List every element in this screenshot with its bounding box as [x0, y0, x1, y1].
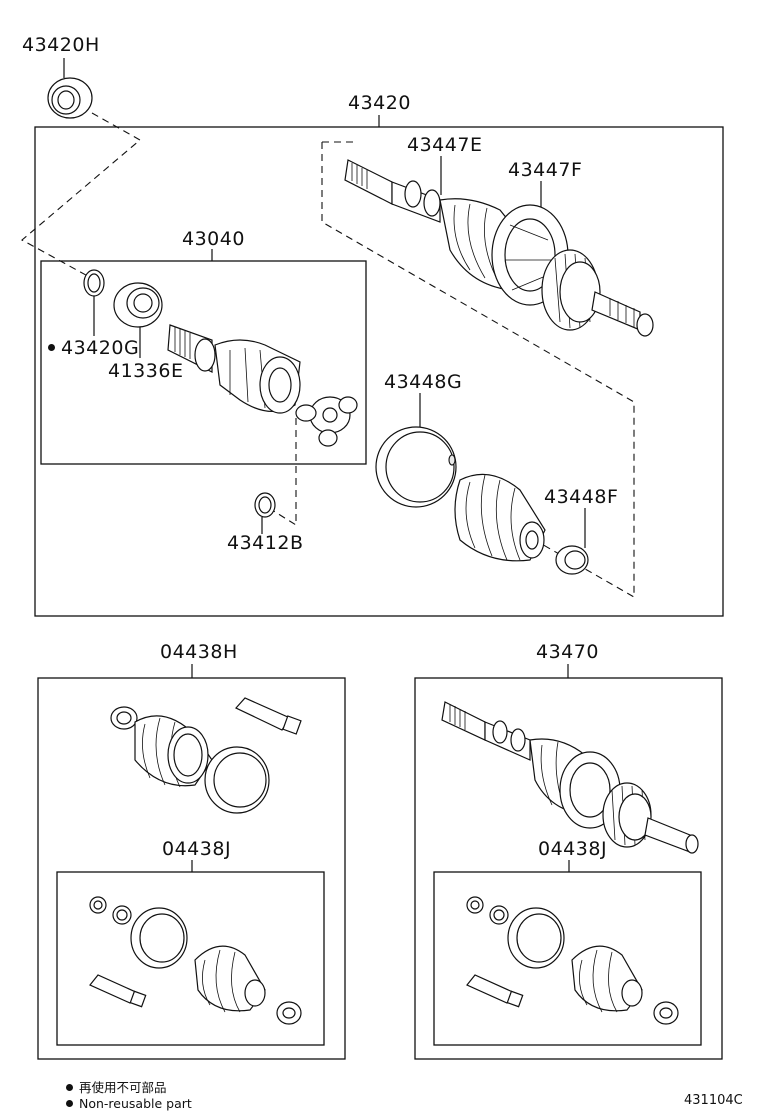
- frame-04438J-left: [56, 871, 325, 1046]
- part-inboard-boot: [454, 473, 546, 562]
- part-43040-joint: [167, 324, 301, 414]
- callout-43448F: 43448F: [544, 486, 619, 508]
- part-tripod: [295, 396, 358, 447]
- callout-43447E: 43447E: [407, 134, 483, 156]
- callout-43420H: 43420H: [22, 34, 100, 56]
- callout-43447F: 43447F: [508, 159, 583, 181]
- part-43448G-band: [375, 393, 457, 508]
- part-41336E-seal: [113, 282, 163, 358]
- part-43412B-ring: [254, 492, 276, 534]
- legend-line-en: Non-reusable part: [66, 1096, 192, 1111]
- frame-04438J-right: [433, 871, 702, 1046]
- non-reusable-dot-icon: [48, 344, 55, 351]
- kit-04438J-right-parts: [466, 896, 679, 1025]
- part-43448F-band: [555, 508, 589, 575]
- callout-43448G: 43448G: [384, 371, 463, 393]
- kit-04438J-left-parts: [89, 896, 302, 1025]
- legend-dot-icon: [66, 1084, 73, 1091]
- callout-43470: 43470: [536, 641, 599, 663]
- callout-43420: 43420: [348, 92, 411, 114]
- callout-41336E: 41336E: [108, 360, 184, 382]
- callout-04438J-right: 04438J: [538, 838, 608, 860]
- callout-43420G: 43420G: [48, 337, 139, 359]
- kit-04438H-parts: [110, 697, 302, 814]
- dashed-tripod: [271, 418, 297, 526]
- legend-dot-icon: [66, 1100, 73, 1107]
- callout-04438H: 04438H: [160, 641, 238, 663]
- legend-line-jp: 再使用不可部品: [66, 1077, 167, 1096]
- part-43420H-seal: [47, 58, 93, 119]
- legend-text-jp: 再使用不可部品: [79, 1080, 167, 1095]
- dashed-outline-43420H: [21, 112, 141, 281]
- part-outboard-shaft: [344, 156, 654, 337]
- callout-04438J-left: 04438J: [162, 838, 232, 860]
- callout-43412B: 43412B: [227, 532, 304, 554]
- legend-text-en: Non-reusable part: [79, 1096, 192, 1111]
- callout-43420G-text: 43420G: [61, 337, 140, 359]
- part-43420G-circlip: [83, 269, 105, 336]
- figure-code: 431104C: [684, 1093, 743, 1108]
- callout-43040: 43040: [182, 228, 245, 250]
- part-43470-shaft: [441, 701, 699, 854]
- frame-43040: [40, 260, 367, 465]
